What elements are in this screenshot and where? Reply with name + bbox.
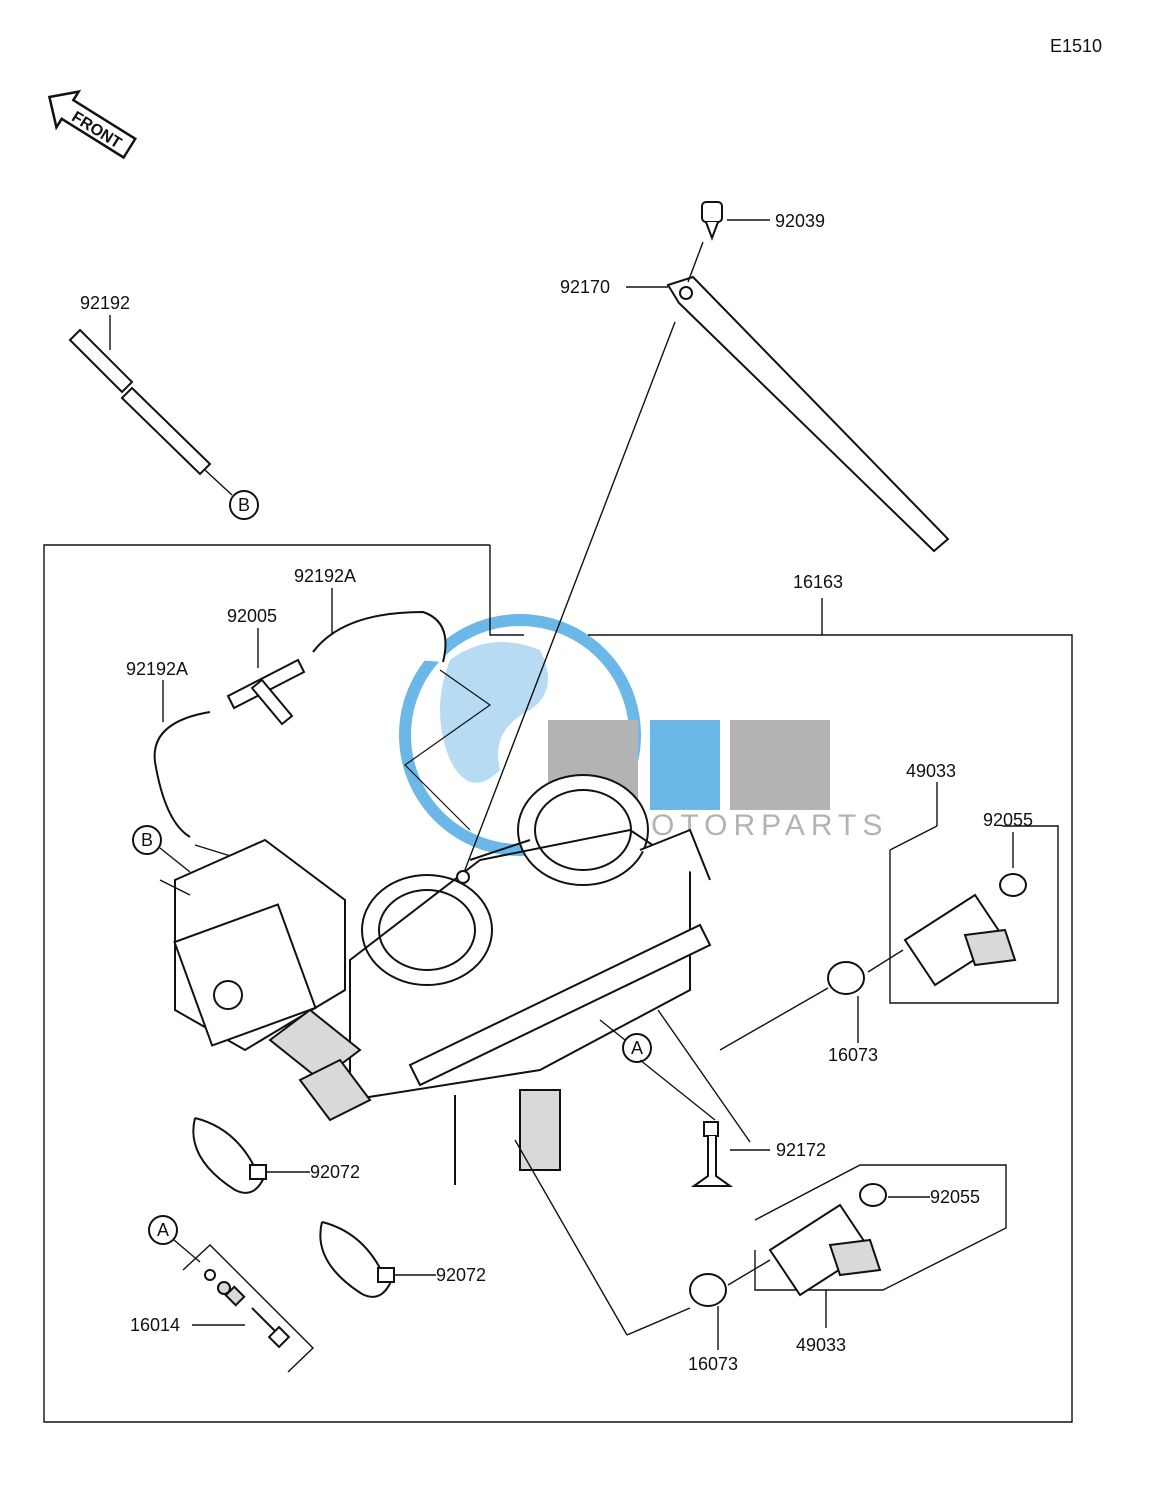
band-92072-bottom [319, 1221, 395, 1298]
hose-92192 [68, 328, 212, 476]
label-92072-bottom: 92072 [436, 1265, 486, 1285]
grommet-16073-bottom [689, 1273, 727, 1307]
label-49033-top: 49033 [906, 761, 956, 781]
ref-a-top-circle [622, 1033, 652, 1063]
ref-a-top: A [631, 1038, 643, 1058]
label-92072-left: 92072 [310, 1162, 360, 1182]
ref-b-left: B [141, 830, 153, 850]
oem-watermark-logo: MOTORPARTS [399, 614, 888, 856]
bolt-92172 [690, 1121, 734, 1187]
label-92039: 92039 [775, 211, 825, 231]
front-arrow-icon: FRONT [47, 89, 137, 160]
ref-b-left-circle [132, 825, 162, 855]
label-92192a-left: 92192A [126, 659, 188, 679]
label-49033-bottom: 49033 [796, 1335, 846, 1355]
label-16073-bottom: 16073 [688, 1354, 738, 1374]
screw-kit-16014 [204, 1269, 291, 1349]
label-92170: 92170 [560, 277, 610, 297]
ref-b-top: B [238, 495, 250, 515]
hose-92192a-upper [312, 610, 447, 663]
ref-a-bottom-circle [148, 1215, 178, 1245]
clip-92039 [701, 201, 723, 241]
grommet-16073-top [827, 961, 865, 995]
label-92055-top: 92055 [983, 810, 1033, 830]
label-16014: 16014 [130, 1315, 180, 1335]
diagram-code: E1510 [1050, 36, 1102, 56]
throttle-body [173, 774, 712, 1185]
label-92005: 92005 [227, 606, 277, 626]
o-ring-92055-bottom [859, 1183, 887, 1207]
hose-92192a-left [153, 711, 211, 838]
label-92192a-upper: 92192A [294, 566, 356, 586]
stay-92170 [666, 275, 950, 553]
label-92055-bottom: 92055 [930, 1187, 980, 1207]
label-92192: 92192 [80, 293, 130, 313]
ref-b-top-circle [229, 490, 259, 520]
band-92072-left [192, 1117, 267, 1194]
injector-49033-top [903, 893, 1017, 987]
watermark-subtext: MOTORPARTS [620, 809, 888, 842]
label-92172: 92172 [776, 1140, 826, 1160]
ref-a-bottom: A [157, 1220, 169, 1240]
injector-49033-bottom [768, 1203, 882, 1297]
label-16163: 16163 [793, 572, 843, 592]
o-ring-92055-top [999, 873, 1027, 897]
label-16073-top: 16073 [828, 1045, 878, 1065]
fitting-92005 [226, 658, 306, 726]
assembly-outline [43, 544, 1073, 1423]
